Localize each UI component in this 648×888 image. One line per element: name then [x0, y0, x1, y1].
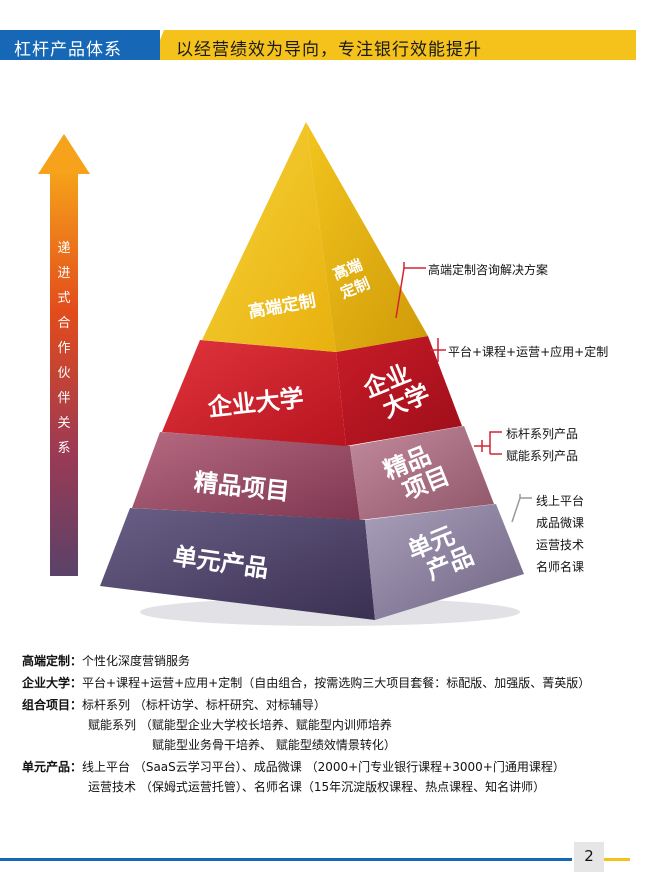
header-section-bar — [0, 30, 160, 60]
callout-tier4-item1: 线上平台 — [536, 494, 585, 508]
callout-tier2: 平台+课程+运营+应用+定制 — [448, 345, 609, 359]
page-number-box — [574, 842, 604, 872]
pyramid-tier-1 — [202, 122, 428, 352]
pyramid-tier-3 — [132, 426, 494, 520]
desc-text-6: 线上平台 （SaaS云学习平台）、成品微课 （2000+门专业银行课程+3000… — [82, 760, 565, 774]
pyramid-tier-4 — [100, 504, 524, 620]
desc-line-5: 赋能型业务骨干培养、 赋能型绩效情景转化） — [152, 738, 396, 752]
section-title: 杠杆产品体系 — [14, 40, 122, 60]
desc-label-2: 企业大学： — [22, 676, 83, 690]
header-slogan-bar — [152, 30, 636, 60]
desc-text-2: 平台+课程+运营+应用+定制（自由组合，按需选购三大项目套餐：标配版、加强版、菁… — [82, 676, 591, 690]
pyramid-diagram — [38, 122, 532, 626]
desc-line-1: 高端定制：个性化深度营销服务 — [22, 654, 190, 668]
callout-tier4-item3: 运营技术 — [536, 538, 585, 552]
desc-label-3: 组合项目： — [22, 698, 83, 712]
desc-line-2: 企业大学：平台+课程+运营+应用+定制（自由组合，按需选购三大项目套餐：标配版、… — [22, 676, 590, 690]
callout-bracket-tier4 — [511, 494, 532, 523]
callout-brackets — [395, 262, 502, 455]
desc-line-3: 组合项目：标杆系列 （标杆访学、标杆研究、对标辅导） — [22, 698, 326, 712]
callout-tier3-item2: 赋能系列产品 — [506, 449, 579, 463]
desc-line-6: 单元产品：线上平台 （SaaS云学习平台）、成品微课 （2000+门专业银行课程… — [22, 760, 565, 774]
footer-accent — [604, 858, 630, 861]
callout-tier1: 高端定制咨询解决方案 — [428, 263, 549, 277]
progression-label: 递进式合作伙伴关系 — [57, 241, 71, 456]
desc-line-7: 运营技术 （保姆式运营托管）、名师名课（15年沉淀版权课程、热点课程、知名讲师） — [88, 780, 546, 794]
desc-label-6: 单元产品： — [22, 760, 83, 774]
pyramid-tier-2 — [162, 336, 462, 446]
page-number: 2 — [584, 847, 594, 865]
callout-tier4-item4: 名师名课 — [536, 560, 585, 574]
desc-label-1: 高端定制： — [22, 654, 83, 668]
footer-rule — [0, 858, 572, 861]
progression-arrow — [38, 134, 90, 576]
desc-text-3: 标杆系列 （标杆访学、标杆研究、对标辅导） — [82, 698, 326, 712]
callout-tier4-item2: 成品微课 — [536, 516, 585, 530]
callout-tier3-item1: 标杆系列产品 — [506, 427, 579, 441]
desc-line-4: 赋能系列 （赋能型企业大学校长培养、赋能型内训师培养 — [88, 718, 392, 732]
desc-text-1: 个性化深度营销服务 — [82, 654, 191, 668]
slogan: 以经营绩效为导向，专注银行效能提升 — [176, 40, 482, 60]
